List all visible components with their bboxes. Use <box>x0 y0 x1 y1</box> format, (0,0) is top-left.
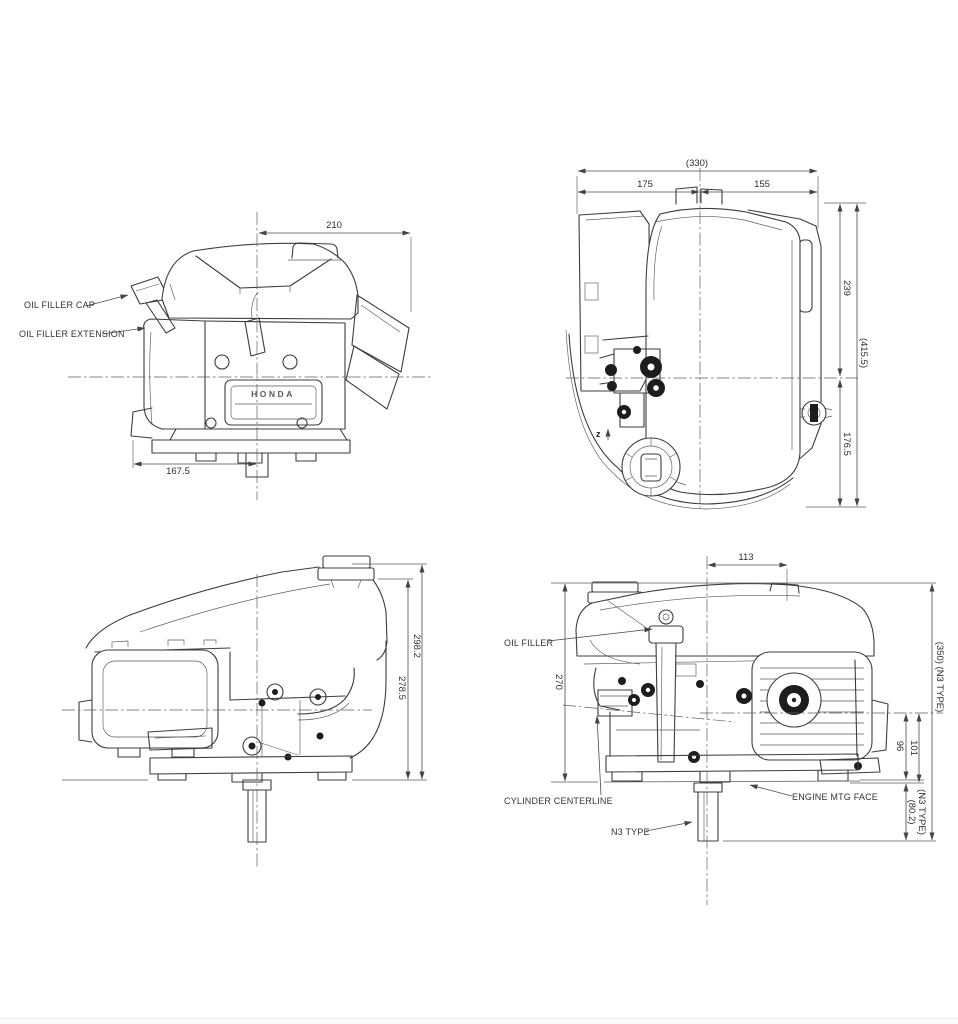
dim-right-center-to-foot: 101 <box>908 740 919 756</box>
dim-side-height-to-cover: 278.5 <box>396 676 407 700</box>
dim-top-depth-front: 239 <box>841 280 852 296</box>
label-oil-filler-extension: OIL FILLER EXTENSION <box>19 329 125 339</box>
right-side-view-drawing <box>547 556 943 905</box>
dim-side-overall-height: 298.2 <box>411 634 422 658</box>
dim-right-center-to-mount: 96 <box>894 740 905 752</box>
dim-front-center-to-right: 210 <box>326 220 342 231</box>
dim-top-depth-rear: 176.5 <box>841 432 852 456</box>
dim-top-width-right: 155 <box>754 179 770 190</box>
dim-right-center-to-face: 113 <box>738 552 754 563</box>
brand-logo: HONDA <box>251 389 295 399</box>
dim-right-overall-height-n3: (350) (N3 TYPE) <box>934 641 945 713</box>
dim-top-overall-depth: (415.5) <box>858 337 869 369</box>
dim-top-width-left: 175 <box>637 179 653 190</box>
dim-right-shaft-value: (80.2) <box>906 799 917 825</box>
label-cylinder-centerline: CYLINDER CENTERLINE <box>504 796 613 806</box>
image-bottom-edge <box>0 1018 958 1024</box>
label-oil-filler-cap: OIL FILLER CAP <box>24 300 95 310</box>
label-n3-type: N3 TYPE <box>611 827 650 837</box>
left-side-view-drawing <box>62 555 427 868</box>
label-engine-mtg-face: ENGINE MTG FACE <box>792 792 879 802</box>
dim-right-shaft-type: (N3 TYPE) <box>916 789 927 835</box>
label-z-marker: z <box>596 429 601 439</box>
top-view-drawing <box>565 168 866 512</box>
label-oil-filler: OIL FILLER <box>504 638 554 648</box>
dim-top-overall-width: (330) <box>685 158 709 169</box>
dim-right-top-to-mount: 270 <box>553 674 564 690</box>
dim-front-left-to-center: 167.5 <box>166 466 190 477</box>
front-view-drawing <box>68 212 432 500</box>
